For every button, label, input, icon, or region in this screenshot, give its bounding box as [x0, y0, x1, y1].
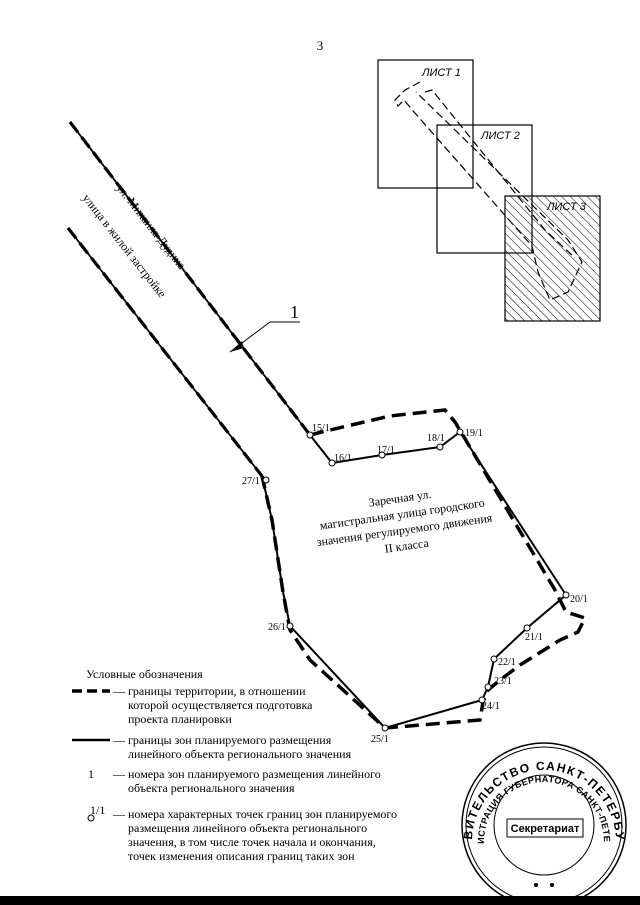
legend-item-zone-boundary: — границы зон планируемого размещения ли… — [72, 733, 352, 761]
point-15-1: 15/1 — [306, 423, 330, 439]
point-26-1: 26/1 — [268, 622, 294, 633]
svg-text:15/1: 15/1 — [312, 423, 330, 434]
sheet-2-frame — [436, 124, 533, 254]
svg-text:проекта планировки: проекта планировки — [128, 712, 232, 726]
stamp-center-text: Секретариат — [511, 823, 580, 835]
legend-item-territory-boundary: — границы территории, в отношении которо… — [72, 684, 313, 726]
svg-text:объекта регионального значения: объекта регионального значения — [128, 781, 295, 795]
sheet-3-frame — [504, 195, 601, 322]
svg-text:— номера характерных точек гра: — номера характерных точек границ зон пл… — [112, 807, 397, 821]
legend-point-symbol — [87, 814, 95, 822]
legend: Условные обозначения — границы территори… — [72, 667, 397, 863]
point-18-1: 18/1 — [427, 433, 445, 451]
point-19-1: 19/1 — [456, 428, 483, 439]
point-27-1: 27/1 — [242, 476, 270, 487]
svg-text:АДМИНИСТРАЦИЯ ГУБЕРНАТОРА САНК: АДМИНИСТРАЦИЯ ГУБЕРНАТОРА САНКТ-ПЕТЕРБУР… — [0, 0, 612, 844]
dudina-street-name: ул. Михаила Дудина — [114, 181, 190, 272]
legend-title: Условные обозначения — [86, 667, 203, 681]
point-23-1: 23/1 — [484, 676, 512, 691]
svg-text:18/1: 18/1 — [427, 433, 445, 444]
svg-text:точек изменения описания грани: точек изменения описания границ таких зо… — [128, 849, 355, 863]
point-24-1: 24/1 — [478, 696, 500, 712]
stamp-center-box — [506, 818, 584, 838]
page-number: 3 — [317, 38, 324, 53]
point-22-1: 22/1 — [490, 655, 516, 668]
svg-text:20/1: 20/1 — [570, 594, 588, 605]
svg-text:— границы зон планируемого раз: — границы зон планируемого размещения — [112, 733, 332, 747]
overview-territory-line-inner — [424, 89, 576, 259]
legend-zone-number-symbol: 1 — [88, 767, 94, 781]
zarechnaya-line-4: II класса — [384, 536, 430, 556]
svg-text:— границы территории, в отноше: — границы территории, в отношении — [112, 684, 306, 698]
sheet-1-label: ЛИСТ 1 — [421, 67, 461, 79]
sheet-3-label: ЛИСТ 3 — [546, 201, 587, 213]
svg-text:19/1: 19/1 — [465, 428, 483, 439]
point-21-1: 21/1 — [523, 624, 543, 643]
point-16-1: 16/1 — [328, 453, 352, 467]
svg-text:ПРАВИТЕЛЬСТВО САНКТ-ПЕТЕРБУРГА: ПРАВИТЕЛЬСТВО САНКТ-ПЕТЕРБУРГА — [0, 0, 626, 841]
overview-territory-line — [394, 81, 583, 301]
legend-item-zone-numbers: 1 — номера зон планируемого размещения л… — [88, 767, 381, 795]
svg-text:26/1: 26/1 — [268, 622, 286, 633]
point-17-1: 17/1 — [377, 445, 395, 459]
zone-number-callout: 1 — [229, 302, 300, 353]
svg-text:22/1: 22/1 — [498, 657, 516, 668]
svg-text:25/1: 25/1 — [371, 734, 389, 745]
dudina-zone-boundary-lower — [67, 227, 263, 477]
point-20-1: 20/1 — [562, 591, 588, 605]
characteristic-points: 15/1 16/1 17/1 18/1 19/1 20/1 21/1 22/1 … — [242, 423, 588, 745]
zone-number-label: 1 — [290, 302, 299, 322]
svg-text:— номера зон планируемого разм: — номера зон планируемого размещения лин… — [112, 767, 381, 781]
point-25-1: 25/1 — [371, 724, 389, 745]
sheet-2-label: ЛИСТ 2 — [480, 130, 520, 142]
svg-text:23/1: 23/1 — [494, 676, 512, 687]
svg-text:размещения линейного объекта р: размещения линейного объекта регионально… — [128, 821, 367, 835]
dudina-zone-boundary-upper — [69, 121, 311, 436]
zarechnaya-street-label: Заречная ул. магистральная улица городск… — [316, 487, 494, 556]
svg-text:24/1: 24/1 — [482, 701, 500, 712]
zone-boundary-solid — [261, 430, 568, 730]
svg-text:которой осуществляется подгото: которой осуществляется подготовка — [128, 698, 313, 712]
svg-text:27/1: 27/1 — [242, 476, 260, 487]
legend-point-symbol-label: 1/1 — [90, 803, 105, 817]
scan-bottom-edge — [0, 896, 640, 905]
legend-item-point-numbers: 1/1 — номера характерных точек границ зо… — [87, 803, 397, 863]
svg-text:16/1: 16/1 — [334, 453, 352, 464]
territory-boundary-dashed — [260, 408, 588, 730]
sheet-1-frame — [377, 59, 474, 189]
dudina-street: ул. Михаила Дудина улица в жилой застрой… — [66, 121, 312, 477]
svg-text:линейного объекта региональног: линейного объекта регионального значения — [128, 747, 352, 761]
svg-text:21/1: 21/1 — [525, 632, 543, 643]
svg-text:значения, в том числе точек на: значения, в том числе точек начала и око… — [128, 835, 376, 849]
sheet-overview-inset: ЛИСТ 1 ЛИСТ 2 ЛИСТ 3 — [377, 59, 601, 322]
dudina-street-type: улица в жилой застройке — [80, 191, 170, 300]
svg-text:17/1: 17/1 — [377, 445, 395, 456]
